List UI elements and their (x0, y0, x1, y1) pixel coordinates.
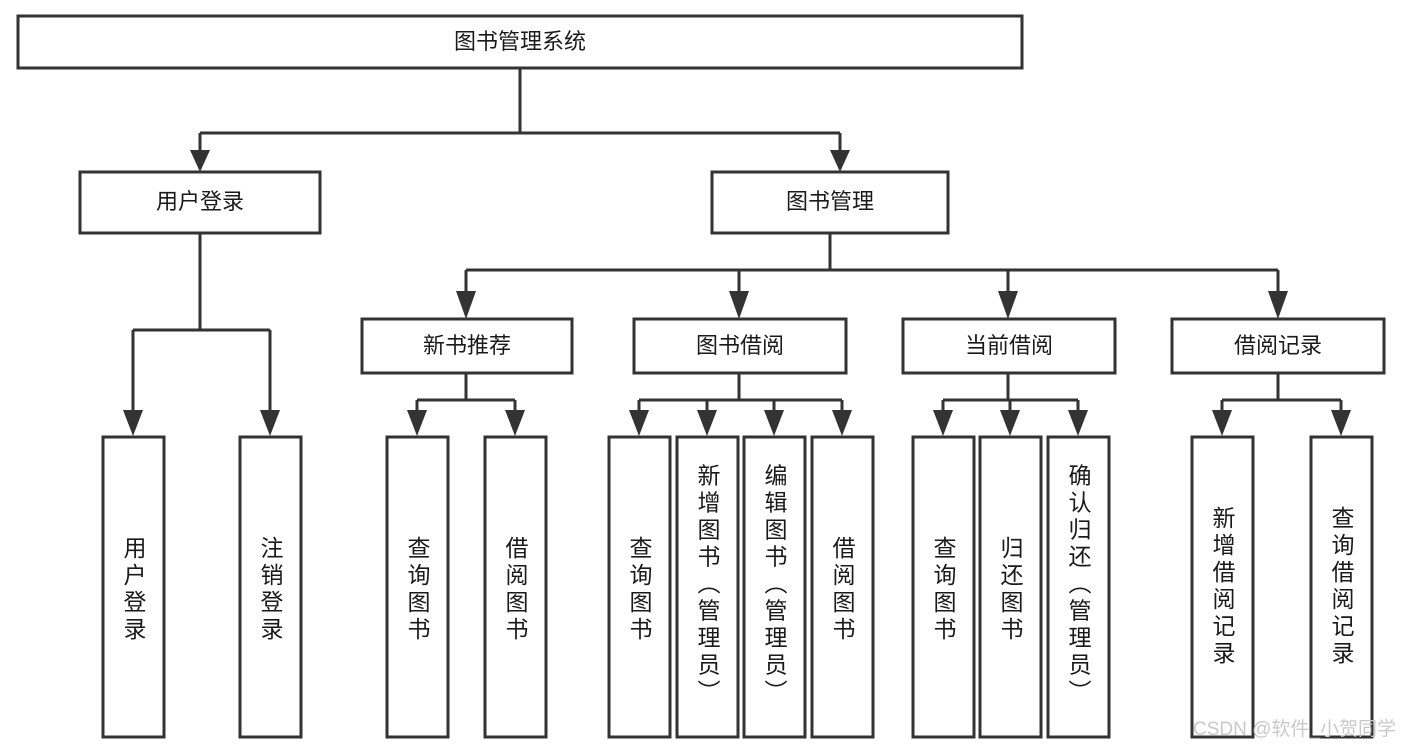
arrowhead-leaf-borrow-book-2 (832, 410, 852, 436)
node-book-manage-box[interactable] (710, 170, 950, 235)
leaf-add-record-box[interactable] (1190, 435, 1255, 739)
node-book-borrow-box[interactable] (632, 317, 848, 375)
arrowhead-user-login (190, 150, 210, 172)
leaf-add-record-label: 新增借阅记录 (1209, 506, 1236, 668)
connector-group-book-borrow (629, 373, 852, 436)
leaf-add-book-box[interactable] (675, 435, 740, 739)
node-current-borrow-box[interactable] (901, 317, 1117, 375)
connector-group-root (190, 67, 850, 172)
arrowhead-leaf-add-record (1212, 410, 1232, 436)
leaf-return-book[interactable]: 归还图书 (978, 435, 1043, 739)
arrowhead-leaf-user-logout (260, 410, 280, 436)
leaf-edit-book[interactable]: 编辑图书（管理员） (742, 435, 807, 739)
arrowhead-leaf-edit-book (764, 410, 784, 436)
node-borrow-record-box[interactable] (1170, 317, 1386, 375)
leaf-query-record-label: 查询借阅记录 (1328, 506, 1355, 668)
leaf-confirm-return-box[interactable] (1046, 435, 1111, 739)
arrowhead-leaf-query-book-3 (933, 410, 953, 436)
connector-group-current-borrow (933, 373, 1088, 436)
connector-group-book-manage (456, 233, 1288, 319)
node-user-login-box[interactable] (78, 170, 322, 235)
node-book-manage-label: 图书管理 (786, 189, 874, 214)
arrowhead-leaf-query-book-2 (629, 410, 649, 436)
arrowhead-book-manage (830, 150, 850, 172)
node-book-manage[interactable]: 图书管理 (710, 170, 950, 235)
node-new-book-recommend-label: 新书推荐 (423, 333, 511, 358)
leaf-edit-book-box[interactable] (742, 435, 807, 739)
connector-group-borrow-record (1212, 373, 1351, 436)
node-root-box[interactable] (16, 14, 1024, 70)
leaf-borrow-book-1[interactable]: 借阅图书 (483, 435, 548, 739)
arrowhead-leaf-query-book-1 (407, 410, 427, 436)
node-root-label: 图书管理系统 (454, 29, 586, 54)
watermark-text: CSDN @软件_小贺同学 (1193, 718, 1396, 740)
leaf-user-logout-box[interactable] (238, 435, 303, 739)
node-current-borrow[interactable]: 当前借阅 (901, 317, 1117, 375)
leaf-query-record[interactable]: 查询借阅记录 (1309, 435, 1374, 739)
leaf-add-book[interactable]: 新增图书（管理员） (675, 435, 740, 739)
arrowhead-leaf-add-book (697, 410, 717, 436)
leaf-query-book-3-label: 查询图书 (930, 536, 957, 644)
node-new-book-recommend[interactable]: 新书推荐 (360, 317, 574, 375)
leaf-borrow-book-2-label: 借阅图书 (829, 536, 856, 644)
leaf-query-book-1-label: 查询图书 (404, 536, 431, 644)
arrowhead-leaf-user-login (123, 410, 143, 436)
leaf-add-record[interactable]: 新增借阅记录 (1190, 435, 1255, 739)
arrowhead-book-borrow (729, 291, 749, 319)
node-borrow-record[interactable]: 借阅记录 (1170, 317, 1386, 375)
leaf-query-book-1-box[interactable] (385, 435, 450, 739)
leaf-user-logout[interactable]: 注销登录 (238, 435, 303, 739)
arrowhead-new-book-recommend (456, 291, 476, 319)
node-current-borrow-label: 当前借阅 (965, 333, 1053, 358)
leaf-query-book-1[interactable]: 查询图书 (385, 435, 450, 739)
node-user-login[interactable]: 用户登录 (78, 170, 322, 235)
leaf-user-login-box[interactable] (101, 435, 166, 739)
leaf-add-book-label: 新增图书（管理员） (694, 464, 721, 707)
leaf-query-book-3-box[interactable] (911, 435, 976, 739)
leaf-user-logout-label: 注销登录 (257, 536, 284, 644)
leaf-query-book-2[interactable]: 查询图书 (607, 435, 672, 739)
node-book-borrow[interactable]: 图书借阅 (632, 317, 848, 375)
arrowhead-current-borrow (998, 291, 1018, 319)
leaf-query-book-3[interactable]: 查询图书 (911, 435, 976, 739)
leaf-borrow-book-1-box[interactable] (483, 435, 548, 739)
node-root[interactable]: 图书管理系统 (16, 14, 1024, 70)
arrowhead-leaf-query-record (1331, 410, 1351, 436)
connector-group-user-login (123, 233, 280, 436)
arrowhead-leaf-return-book (1000, 410, 1020, 436)
leaf-edit-book-label: 编辑图书（管理员） (761, 464, 788, 707)
node-new-book-recommend-box[interactable] (360, 317, 574, 375)
node-borrow-record-label: 借阅记录 (1234, 333, 1322, 358)
connector-group-new-book-recommend (407, 373, 525, 436)
leaf-user-login[interactable]: 用户登录 (101, 435, 166, 739)
leaf-borrow-book-2-box[interactable] (810, 435, 875, 739)
node-book-borrow-label: 图书借阅 (696, 333, 784, 358)
leaf-borrow-book-2[interactable]: 借阅图书 (810, 435, 875, 739)
leaf-query-book-2-box[interactable] (607, 435, 672, 739)
leaf-confirm-return-label: 确认归还（管理员） (1065, 464, 1092, 707)
leaf-borrow-book-1-label: 借阅图书 (502, 536, 529, 644)
node-user-login-label: 用户登录 (156, 189, 244, 214)
leaf-user-login-label: 用户登录 (120, 536, 147, 644)
leaf-query-record-box[interactable] (1309, 435, 1374, 739)
leaf-return-book-box[interactable] (978, 435, 1043, 739)
arrowhead-leaf-borrow-book-1 (505, 410, 525, 436)
arrowhead-leaf-confirm-return (1068, 410, 1088, 436)
leaf-return-book-label: 归还图书 (997, 536, 1024, 644)
arrowhead-borrow-record (1268, 291, 1288, 319)
leaf-confirm-return[interactable]: 确认归还（管理员） (1046, 435, 1111, 739)
leaf-query-book-2-label: 查询图书 (626, 536, 653, 644)
